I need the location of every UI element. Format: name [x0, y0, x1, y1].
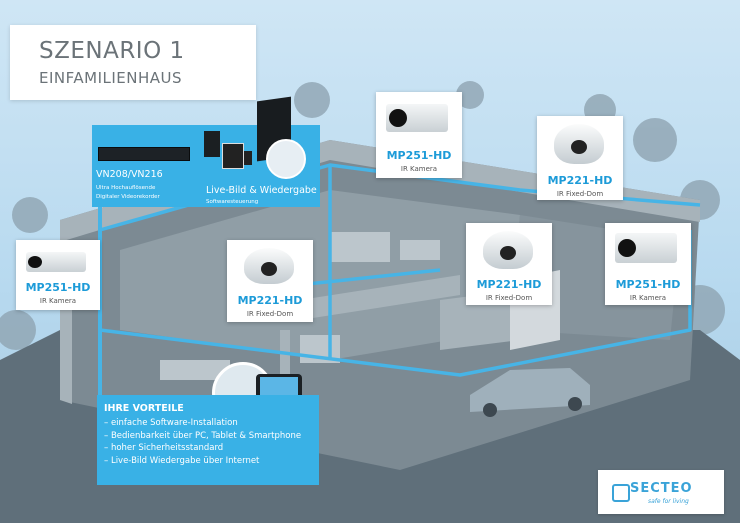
camera-type: IR Fixed-Dom: [556, 190, 604, 198]
benefits-heading: IHRE VORTEILE: [104, 403, 184, 414]
car: [470, 368, 590, 417]
camera-model: MP251-HD: [615, 278, 681, 291]
live-desc: Softwaresteuerung: [206, 199, 259, 205]
smartphone-icon: [256, 374, 302, 400]
camera-model: MP251-HD: [386, 149, 452, 162]
room-floor: [120, 190, 520, 360]
recorder-model: VN208/VN216: [96, 169, 163, 180]
camera-card: MP221-HD IR Fixed-Dom: [227, 240, 313, 322]
camera-card: MP221-HD IR Fixed-Dom: [466, 223, 552, 305]
camera-card: MP221-HD IR Fixed-Dom: [537, 116, 623, 200]
camera-type: IR Kamera: [629, 294, 667, 302]
camera-type: IR Kamera: [39, 297, 77, 305]
logo-name: SECTEO: [630, 481, 693, 496]
bullet-camera-icon: [386, 104, 448, 132]
camera-type: IR Fixed-Dom: [246, 310, 294, 318]
title-box: SZENARIO 1 EINFAMILIENHAUS: [10, 25, 256, 100]
hand-phone-icon: [266, 139, 306, 179]
dome-camera-icon: [483, 231, 533, 269]
benefit-item: – hoher Sicherheitsstandard: [104, 443, 224, 453]
dome-camera-icon: [244, 248, 294, 284]
page-title: SZENARIO 1: [39, 38, 185, 64]
secteo-logo: SECTEO safe for living: [598, 470, 724, 514]
bullet-camera-icon: [26, 252, 86, 272]
benefit-item: – Live-Bild Wiedergabe über Internet: [104, 455, 260, 466]
dome-camera-icon: [554, 124, 604, 164]
benefits-box: IHRE VORTEILE – einfache Software-Instal…: [97, 395, 319, 485]
recorder-panel: VN208/VN216 Ultra Hochauflösende Digital…: [92, 96, 320, 207]
camera-card: MP251-HD IR Kamera: [605, 223, 691, 305]
desktop-icon: [204, 131, 220, 157]
camera-model: MP221-HD: [237, 294, 303, 307]
recorder-desc-2: Digitaler Videorekorder: [96, 194, 160, 200]
phone-icon: [244, 151, 252, 165]
recorder-device-icon: [98, 147, 190, 161]
logo-tagline: safe for living: [648, 498, 689, 505]
benefits-list: – einfache Software-Installation – Bedie…: [104, 417, 301, 467]
recorder-desc-1: Ultra Hochauflösende: [96, 185, 156, 191]
camera-card: MP251-HD IR Kamera: [16, 240, 100, 310]
page-subtitle: EINFAMILIENHAUS: [39, 69, 183, 87]
panel-connector: [98, 207, 102, 395]
live-title: Live-Bild & Wiedergabe: [206, 185, 317, 196]
camera-model: MP221-HD: [547, 174, 613, 187]
benefit-item: – Bedienbarkeit über PC, Tablet & Smartp…: [104, 430, 302, 441]
lock-icon: [612, 484, 630, 502]
camera-model: MP251-HD: [25, 281, 91, 294]
camera-card: MP251-HD IR Kamera: [376, 92, 462, 178]
camera-type: IR Fixed-Dom: [485, 294, 533, 302]
bullet-camera-icon: [615, 233, 677, 263]
furniture: [160, 232, 440, 380]
camera-type: IR Kamera: [400, 165, 438, 173]
camera-model: MP221-HD: [476, 278, 542, 291]
tablet-icon: [222, 143, 244, 169]
benefit-item: – einfache Software-Installation: [104, 418, 238, 428]
